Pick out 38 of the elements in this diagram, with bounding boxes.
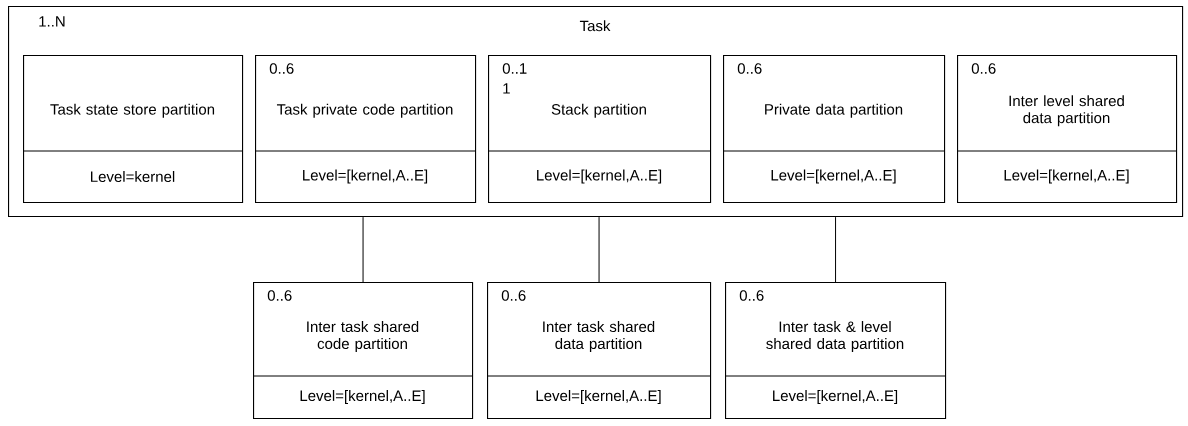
partition-name: Inter task & level shared data partition (766, 321, 904, 352)
level-label: Level=[kernel,A..E] (300, 390, 425, 404)
partition-name: Task state store partition (50, 103, 215, 118)
partition-box (487, 55, 712, 204)
connector-line (835, 216, 837, 283)
partition-name: Inter level shared data partition (1009, 95, 1124, 127)
partition-name: Task private code partition (276, 103, 453, 118)
level-label: Level=[kernel,A..E] (1004, 169, 1129, 184)
level-label: Level=[kernel,A..E] (303, 169, 428, 184)
partition-box (252, 282, 474, 420)
multiplicity-label: 0..1 (502, 63, 527, 74)
level-label: Level=[kernel,A..E] (536, 390, 661, 404)
connector-line (598, 216, 600, 283)
partition-name: Private data partition (765, 103, 903, 118)
level-label: Level=[kernel,A..E] (537, 169, 662, 184)
level-label: Level=[kernel,A..E] (771, 169, 896, 184)
multiplicity-label: 0..6 (971, 63, 996, 74)
level-label: Level=kernel (91, 171, 175, 182)
level-label: Level=[kernel,A..E] (773, 390, 898, 404)
partition-box (724, 282, 947, 420)
multiplicity-label: 0..6 (739, 290, 764, 301)
partition-box (254, 55, 477, 204)
connector-line (362, 216, 364, 283)
container-box (8, 6, 1184, 218)
partition-box (722, 55, 946, 204)
multiplicity-label: 0..6 (267, 290, 292, 301)
multiplicity-label: 1..N (39, 16, 65, 27)
partition-box (22, 55, 244, 204)
partition-name: Inter task shared code partition (307, 321, 419, 352)
partition-box (486, 282, 712, 420)
multiplicity-label: 1 (503, 83, 510, 94)
box-title: Task (579, 20, 611, 32)
multiplicity-label: 0..6 (269, 63, 294, 74)
partition-name: Inter task shared data partition (543, 321, 655, 352)
multiplicity-label: 0..6 (501, 290, 526, 301)
multiplicity-label: 0..6 (737, 63, 762, 74)
partition-box (956, 55, 1178, 204)
partition-name: Stack partition (551, 103, 646, 118)
